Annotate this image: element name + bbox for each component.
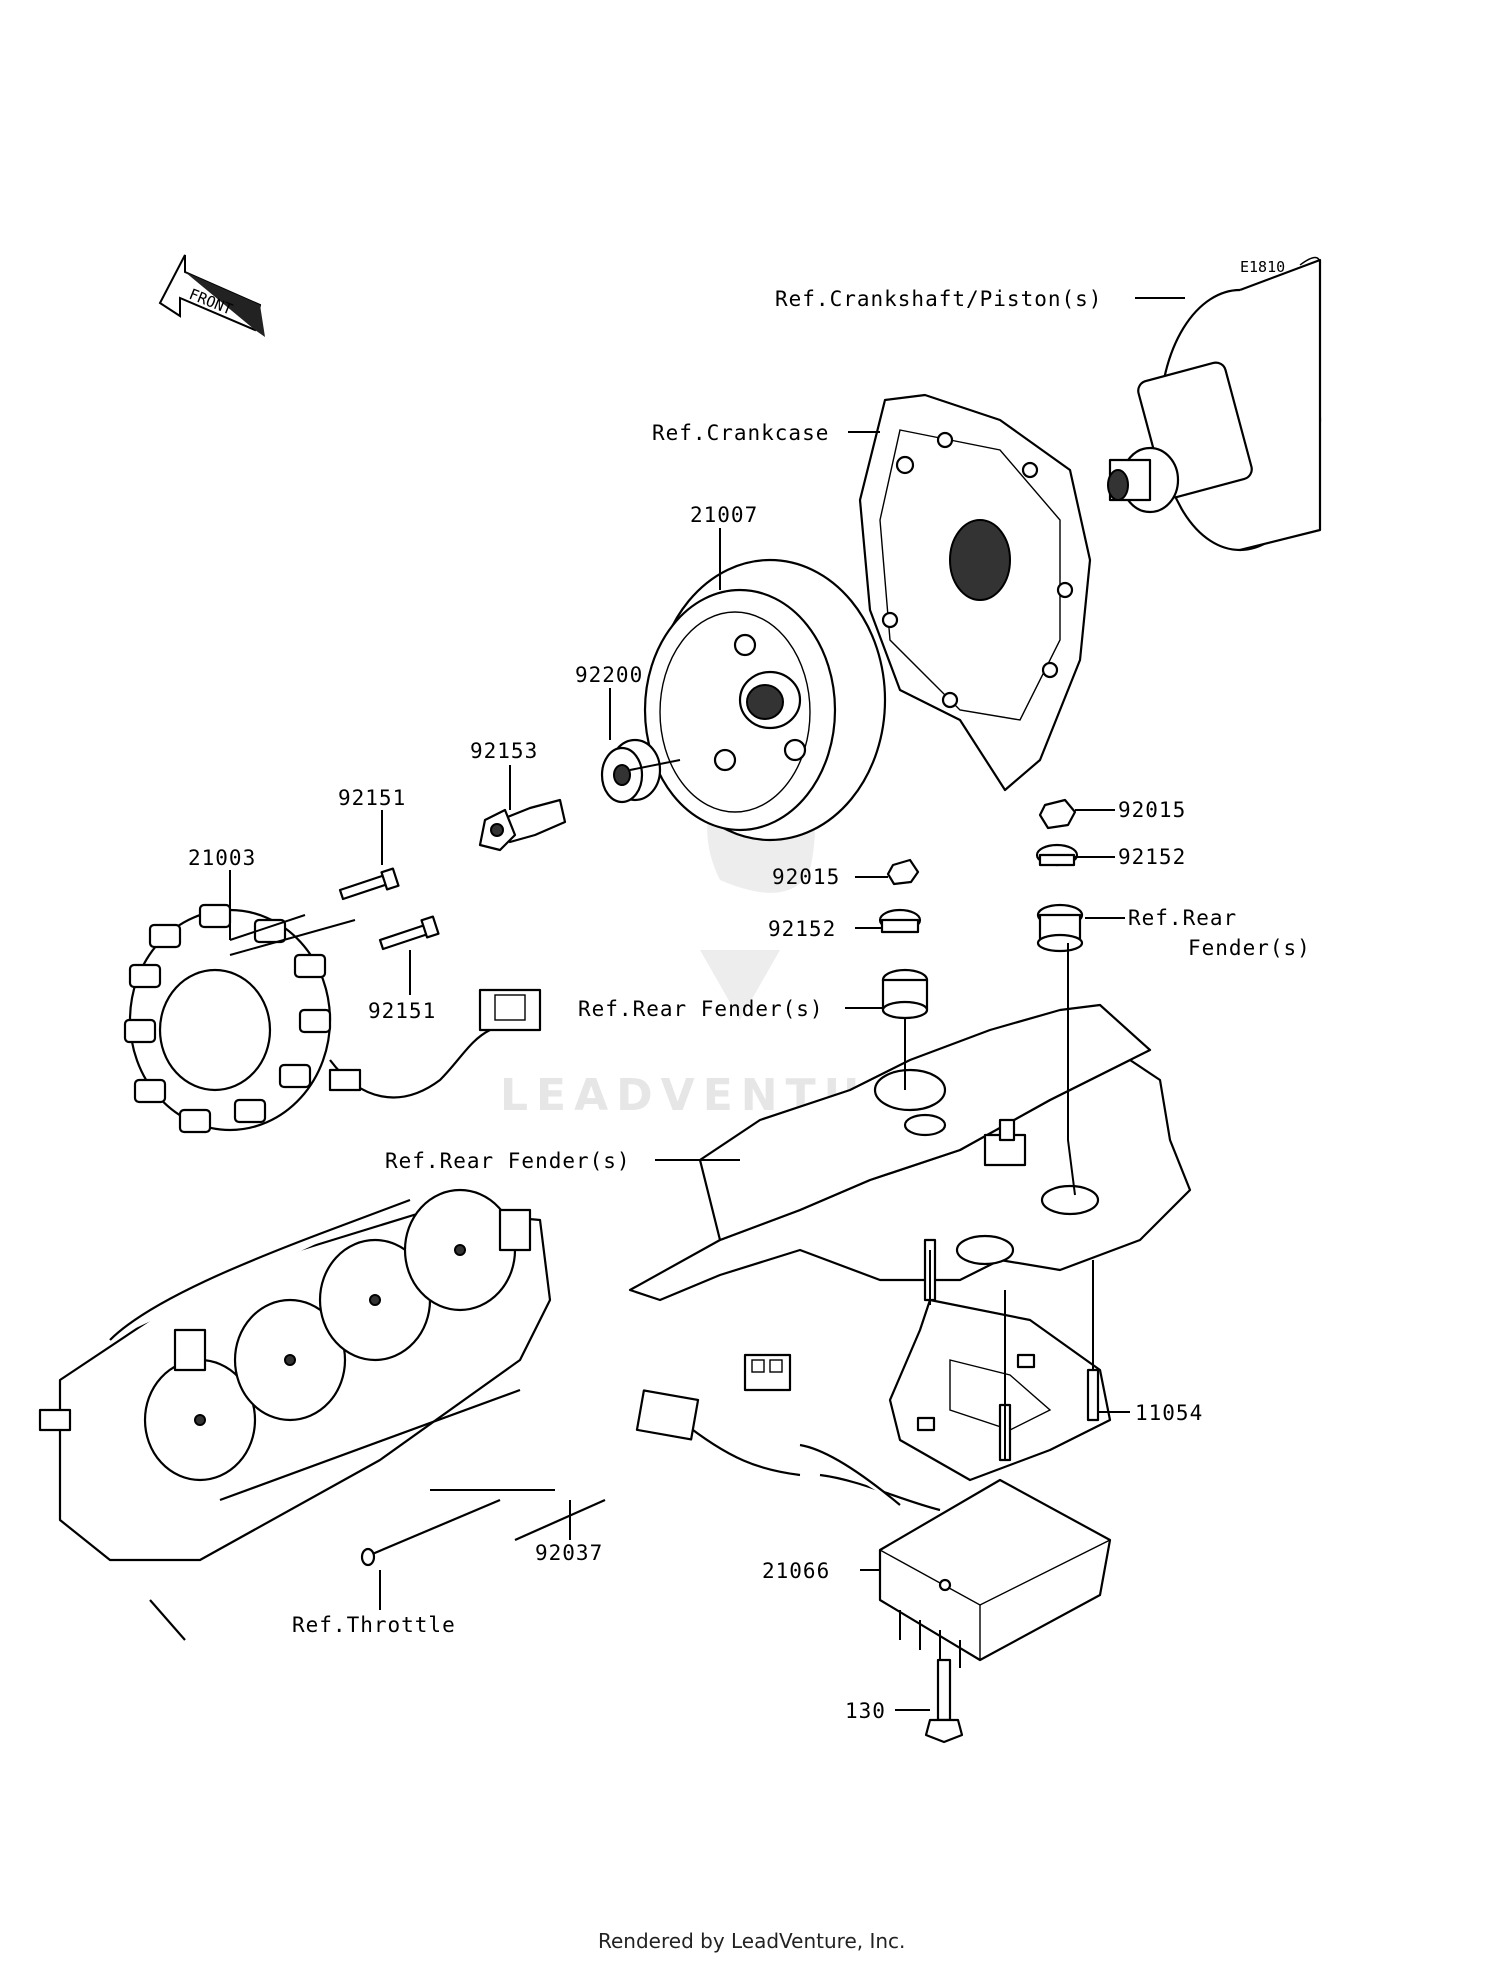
bolt-92151-bottom-part: [378, 915, 440, 951]
collar-92152-right-part: [1035, 843, 1079, 867]
rear-fender-part: [628, 1003, 1192, 1302]
rotor-part: [643, 558, 887, 842]
callout-21066: 21066: [762, 1559, 830, 1583]
throttle-body-part: [38, 1188, 552, 1641]
callout-92152-right: 92152: [1118, 845, 1186, 869]
callout-ref-rear-fender-mid: Ref.Rear Fender(s): [578, 997, 824, 1021]
regulator-part: [635, 1353, 1112, 1668]
callout-21007: 21007: [690, 503, 758, 527]
callout-130: 130: [845, 1699, 886, 1723]
callout-92200: 92200: [575, 663, 643, 687]
callout-92037: 92037: [535, 1541, 603, 1565]
diagram-code: E1810: [1240, 258, 1285, 276]
callout-92151-bottom: 92151: [368, 999, 436, 1023]
callout-ref-throttle: Ref.Throttle: [292, 1613, 456, 1637]
callout-ref-crankcase: Ref.Crankcase: [652, 421, 829, 445]
crankcase-part: [858, 393, 1092, 792]
washer-92200-part: [600, 738, 662, 804]
callout-11054: 11054: [1135, 1401, 1203, 1425]
callout-ref-rear-fender-left: Ref.Rear Fender(s): [385, 1149, 631, 1173]
bolt-92153-part: [478, 798, 567, 852]
crankshaft-part: [1107, 256, 1322, 552]
callout-92015-right: 92015: [1118, 798, 1186, 822]
nut-92015-left-part: [886, 858, 920, 886]
callout-92152-left: 92152: [768, 917, 836, 941]
bolt-130-part: [924, 1658, 964, 1744]
bolt-92151-top-part: [338, 867, 400, 901]
callout-92015-left: 92015: [772, 865, 840, 889]
grommet-right-part: [1036, 903, 1084, 953]
footer-credit: Rendered by LeadVenture, Inc.: [598, 1929, 905, 1953]
front-arrow-icon: FRONT: [158, 254, 265, 337]
callout-labels: Ref.Crankshaft/Piston(s) Ref.Crankcase 2…: [188, 287, 1311, 1723]
nut-92015-right-part: [1038, 798, 1077, 830]
hose-92037-part: [360, 1498, 606, 1567]
plate-11054-part: [888, 1238, 1112, 1482]
callout-ref-rear-fender-right-line1: Ref.Rear: [1128, 906, 1237, 930]
callout-ref-rear-fender-right-line2: Fender(s): [1188, 936, 1311, 960]
stator-part: [123, 903, 542, 1134]
leader-lines: [229, 297, 1185, 1711]
callout-21003: 21003: [188, 846, 256, 870]
grommet-left-part: [881, 968, 929, 1020]
callout-ref-crankshaft: Ref.Crankshaft/Piston(s): [775, 287, 1102, 311]
callout-92153: 92153: [470, 739, 538, 763]
collar-92152-left-part: [878, 908, 922, 934]
callout-92151-top: 92151: [338, 786, 406, 810]
